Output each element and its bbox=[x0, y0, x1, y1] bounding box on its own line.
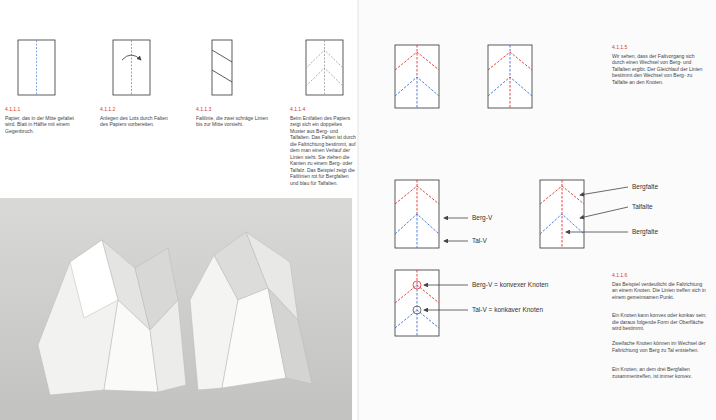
caption-text: Faltlinie, die zwei schräge Linien bis z… bbox=[196, 115, 268, 128]
fold-label: Tal-V bbox=[472, 237, 552, 245]
caption-text: Ein Knoten kann konvex oder konkav sein;… bbox=[612, 312, 708, 332]
caption-number: 4.1.1.1 bbox=[5, 106, 77, 113]
caption-number: 4.1.1.3 bbox=[196, 106, 268, 113]
caption-text: Anlegen des Lots durch Falten des Papier… bbox=[100, 115, 172, 128]
caption-number: 4.1.1.5 bbox=[612, 44, 708, 51]
fold-label: Bergfalte bbox=[632, 228, 708, 236]
caption-text: Ein Knoten, an dem drei Bergfalten zusam… bbox=[612, 366, 708, 379]
fold-label: Bergfalte bbox=[632, 183, 708, 191]
caption-text: Wir sehen, dass der Faltvorgang sich dur… bbox=[612, 53, 708, 86]
node-label: Tal-V = konkaver Knoten bbox=[472, 306, 592, 314]
caption-text: Zweifache Knoten können im Wechsel der F… bbox=[612, 340, 708, 353]
fold-label: Berg-V bbox=[472, 214, 552, 222]
fold-label: Talfalte bbox=[632, 203, 708, 211]
caption-number: 4.1.1.2 bbox=[100, 106, 172, 113]
caption-text: Papier, das in der Mitte gefaltet wird. … bbox=[5, 115, 77, 135]
caption-number: 4.1.1.4 bbox=[290, 106, 356, 113]
node-label: Berg-V = konvexer Knoten bbox=[472, 281, 592, 289]
caption-text: Beim Entfalten des Papiers zeigt sich ei… bbox=[290, 115, 356, 187]
caption-number: 4.1.1.6 bbox=[612, 272, 708, 279]
caption-text: Das Beispiel verdeutlicht die Faltrichtu… bbox=[612, 281, 708, 301]
